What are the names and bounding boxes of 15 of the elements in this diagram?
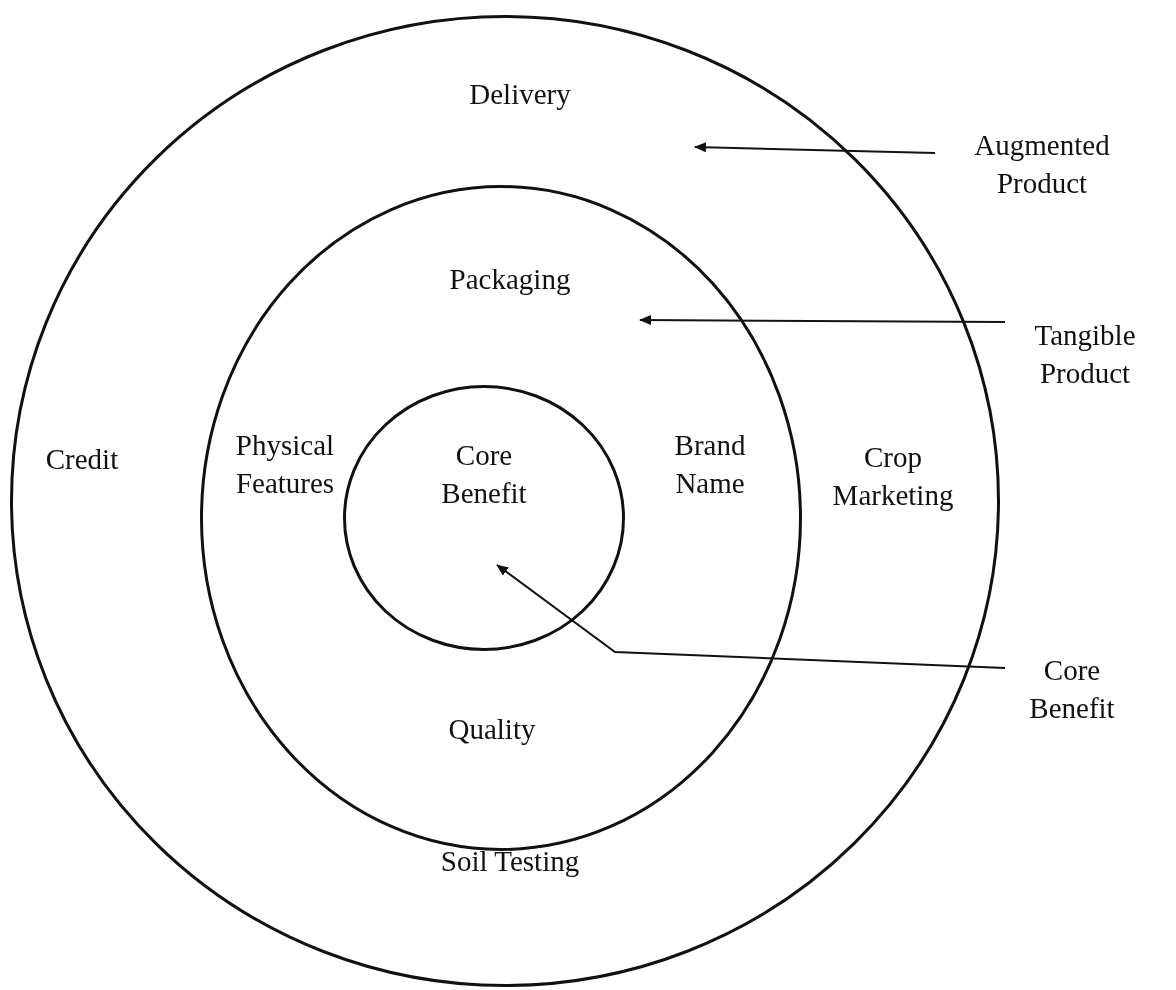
ring-label: Packaging bbox=[449, 262, 571, 298]
ring-label: Credit bbox=[45, 442, 119, 478]
ring-label: Crop Marketing bbox=[831, 440, 955, 513]
ring-label: Physical Features bbox=[234, 428, 336, 501]
ring-label: Delivery bbox=[469, 77, 571, 113]
arrow bbox=[639, 315, 1006, 326]
callout-label: Core Benefit bbox=[1028, 653, 1116, 726]
callout-label: Augmented Product bbox=[973, 128, 1111, 201]
callout-label: Tangible Product bbox=[1033, 318, 1137, 391]
ring-label: Brand Name bbox=[673, 428, 747, 501]
ring-label: Quality bbox=[448, 712, 536, 748]
arrow bbox=[496, 564, 1006, 669]
ring-label: Soil Testing bbox=[440, 844, 580, 880]
ring-label: Core Benefit bbox=[440, 438, 528, 511]
arrow bbox=[694, 142, 936, 154]
